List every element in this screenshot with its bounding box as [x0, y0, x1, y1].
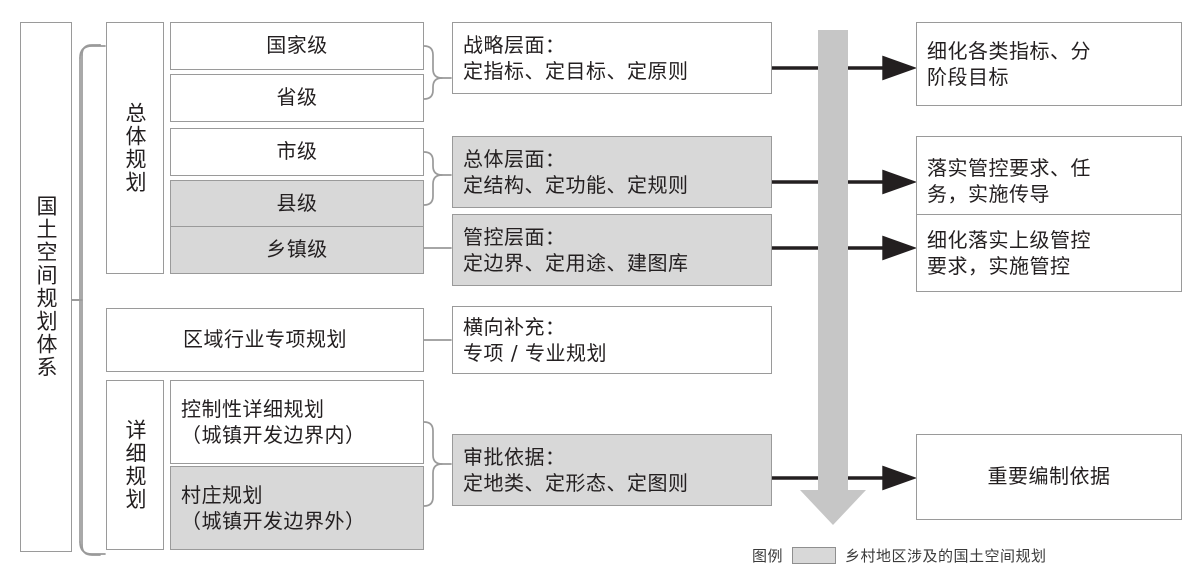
detail-label-village: 村庄规划 （城镇开发边界外）: [181, 483, 366, 533]
aspect-label-control: 管控层面： 定边界、定用途、建图库: [463, 225, 689, 275]
level-label-provincial: 省级: [276, 85, 318, 110]
level-label-township: 乡镇级: [266, 237, 328, 262]
level-box-provincial[interactable]: 省级: [170, 74, 424, 122]
aspect-box-control[interactable]: 管控层面： 定边界、定用途、建图库: [452, 214, 772, 286]
legend-title: 图例: [752, 547, 784, 565]
outcome-box-indicators[interactable]: 细化各类指标、分 阶段目标: [916, 22, 1182, 106]
special-plan-label: 区域行业专项规划: [183, 327, 347, 352]
aspect-box-strategic[interactable]: 战略层面： 定指标、定目标、定原则: [452, 22, 772, 94]
flow-arrow-shape: [800, 30, 866, 525]
special-plan-box[interactable]: 区域行业专项规划: [106, 308, 424, 372]
detail-label-regulatory: 控制性详细规划 （城镇开发边界内）: [181, 397, 366, 447]
legend-swatch-icon: [792, 547, 837, 564]
legend-description: 乡村地区涉及的国土空间规划: [845, 547, 1047, 565]
aspect-label-approval: 审批依据： 定地类、定形态、定图则: [463, 445, 689, 495]
group-box-overall-planning[interactable]: 总体规划: [106, 22, 164, 274]
aspect-label-overall: 总体层面： 定结构、定功能、定规则: [463, 147, 689, 197]
group-box-detailed-planning[interactable]: 详细规划: [106, 380, 164, 550]
aspect-box-horizontal[interactable]: 横向补充： 专项 / 专业规划: [452, 306, 772, 374]
root-system-box[interactable]: 国土空间规划体系: [20, 22, 72, 552]
aspect-label-horizontal: 横向补充： 专项 / 专业规划: [463, 315, 607, 365]
root-system-label: 国土空间规划体系: [34, 195, 58, 379]
level-box-township[interactable]: 乡镇级: [170, 226, 424, 274]
outcome-label-refine-control: 细化落实上级管控 要求，实施管控: [927, 228, 1091, 278]
outcome-box-refine-control[interactable]: 细化落实上级管控 要求，实施管控: [916, 214, 1182, 292]
level-box-county[interactable]: 县级: [170, 180, 424, 228]
outcome-box-control-transmission[interactable]: 落实管控要求、任 务，实施传导: [916, 136, 1182, 226]
level-box-national[interactable]: 国家级: [170, 22, 424, 70]
outcome-label-control-transmission: 落实管控要求、任 务，实施传导: [927, 156, 1091, 206]
detail-box-village[interactable]: 村庄规划 （城镇开发边界外）: [170, 466, 424, 550]
legend: 图例 乡村地区涉及的国土空间规划: [752, 545, 1047, 566]
aspect-box-overall[interactable]: 总体层面： 定结构、定功能、定规则: [452, 136, 772, 208]
level-label-county: 县级: [276, 191, 318, 216]
aspect-box-approval[interactable]: 审批依据： 定地类、定形态、定图则: [452, 434, 772, 506]
outcome-label-indicators: 细化各类指标、分 阶段目标: [927, 39, 1091, 89]
level-label-municipal: 市级: [276, 139, 318, 164]
outcome-label-compilation-basis: 重要编制依据: [987, 464, 1111, 489]
group-label-overall-planning: 总体规划: [123, 102, 147, 194]
aspect-label-strategic: 战略层面： 定指标、定目标、定原则: [463, 33, 689, 83]
level-label-national: 国家级: [266, 33, 328, 58]
detail-box-regulatory[interactable]: 控制性详细规划 （城镇开发边界内）: [170, 380, 424, 464]
level-box-municipal[interactable]: 市级: [170, 128, 424, 176]
outcome-box-compilation-basis[interactable]: 重要编制依据: [916, 434, 1182, 520]
group-label-detailed-planning: 详细规划: [123, 419, 147, 511]
